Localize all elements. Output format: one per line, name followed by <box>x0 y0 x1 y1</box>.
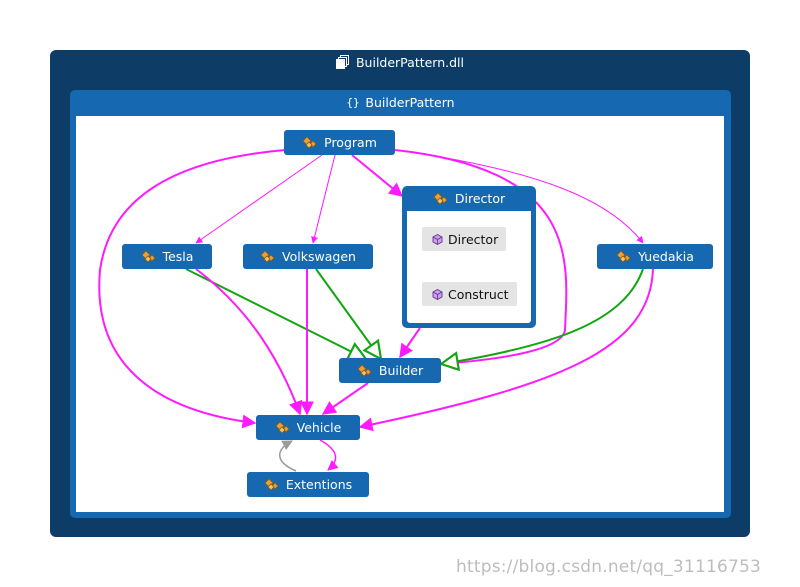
class-icon <box>616 249 631 263</box>
assembly-title: BuilderPattern.dll <box>355 54 465 70</box>
class-label: Volkswagen <box>282 249 356 264</box>
class-group-director: Director Director Construct <box>402 186 536 328</box>
member-label: Director <box>448 231 499 247</box>
diagram-canvas <box>76 116 724 512</box>
method-icon <box>432 233 443 245</box>
class-label: Program <box>324 135 377 150</box>
member-label: Construct <box>448 286 509 302</box>
namespace-title: BuilderPattern <box>365 94 455 110</box>
class-icon <box>260 249 275 263</box>
class-icon <box>264 477 279 491</box>
member-director[interactable]: Director <box>422 227 507 251</box>
class-label: Yuedakia <box>638 249 694 264</box>
class-node-builder[interactable]: Builder <box>339 358 441 383</box>
namespace-header[interactable]: {} BuilderPattern <box>70 90 731 114</box>
method-icon <box>432 288 443 300</box>
class-node-vehicle[interactable]: Vehicle <box>256 415 360 440</box>
class-node-tesla[interactable]: Tesla <box>122 244 212 269</box>
member-construct[interactable]: Construct <box>422 282 517 306</box>
class-label: Vehicle <box>296 420 342 435</box>
class-group-header[interactable]: Director <box>402 186 536 211</box>
class-node-program[interactable]: Program <box>284 130 395 155</box>
class-group-members: Director Construct <box>407 211 531 323</box>
namespace-braces-icon: {} <box>347 96 360 109</box>
assembly-header[interactable]: BuilderPattern.dll <box>50 50 750 74</box>
class-icon <box>275 420 290 434</box>
class-icon <box>302 135 317 149</box>
class-node-volkswagen[interactable]: Volkswagen <box>243 244 373 269</box>
class-label: Builder <box>378 363 424 378</box>
class-node-yuedakia[interactable]: Yuedakia <box>597 244 713 269</box>
class-icon <box>433 191 448 205</box>
class-node-extentions[interactable]: Extentions <box>247 472 369 497</box>
class-label: Extentions <box>285 477 353 492</box>
svg-text:{}: {} <box>347 96 360 109</box>
watermark: https://blog.csdn.net/qq_31116753 <box>456 557 762 577</box>
class-icon <box>357 363 372 377</box>
class-label: Tesla <box>162 249 194 264</box>
class-icon <box>140 249 156 263</box>
assembly-icon <box>335 55 349 69</box>
class-label: Director <box>454 191 506 206</box>
